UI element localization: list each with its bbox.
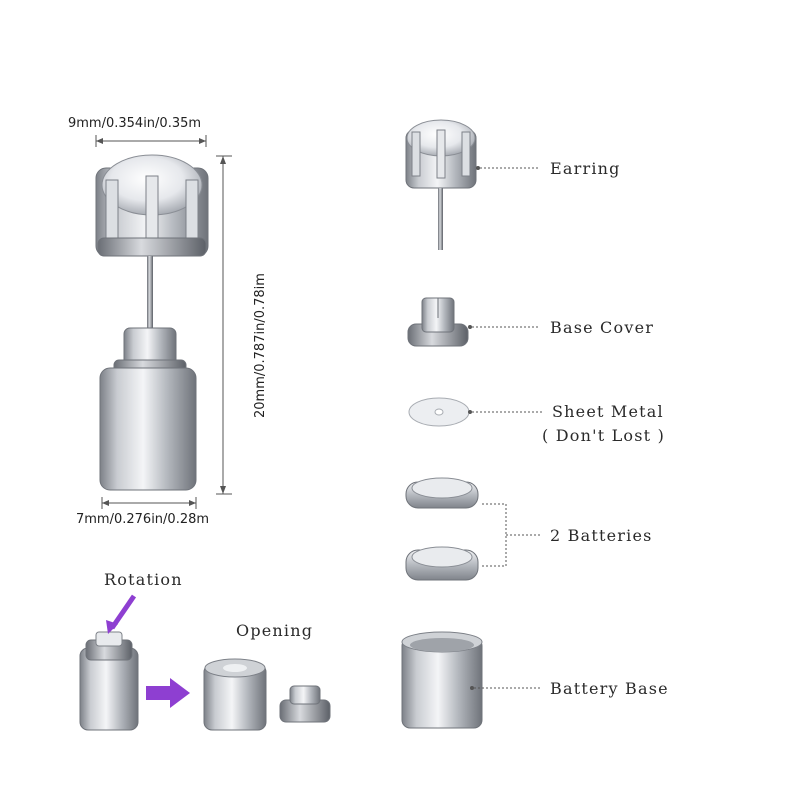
label-battery-base: Battery Base — [550, 679, 669, 698]
opening-label: Opening — [236, 621, 313, 640]
part-earring — [405, 119, 477, 250]
dimension-width-bottom: 7mm/0.276in/0.28m — [76, 512, 209, 527]
part-battery-1 — [405, 477, 479, 509]
assembled-earring: 9mm/0.354in/0.35m — [68, 116, 268, 527]
dimension-line-top — [95, 135, 207, 147]
dimension-line-height — [216, 155, 232, 495]
battery-cylinder — [99, 367, 197, 491]
part-sheet-metal — [408, 397, 470, 427]
label-sheet-metal-note: ( Don't Lost ) — [542, 426, 665, 445]
stud-head — [95, 154, 209, 257]
label-sheet-metal: Sheet Metal — [552, 402, 664, 421]
earring-pin — [147, 256, 153, 328]
opening-step: Opening — [203, 621, 331, 731]
label-earring: Earring — [550, 159, 621, 178]
rotation-step: Rotation — [79, 570, 183, 731]
part-battery-base — [401, 631, 483, 729]
rotation-label: Rotation — [104, 570, 183, 589]
dimension-height: 20mm/0.787in/0.78im — [253, 273, 268, 418]
label-base-cover: Base Cover — [550, 318, 654, 337]
label-batteries: 2 Batteries — [550, 526, 653, 545]
dimension-line-bottom — [101, 497, 197, 509]
purple-arrow-icon — [146, 678, 190, 708]
base-nut — [113, 327, 187, 375]
rotation-arrow-icon — [109, 594, 137, 630]
dimension-width-top: 9mm/0.354in/0.35m — [68, 116, 201, 131]
batteries-bracket — [482, 503, 542, 567]
part-base-cover — [407, 297, 469, 347]
part-battery-2 — [405, 546, 479, 581]
